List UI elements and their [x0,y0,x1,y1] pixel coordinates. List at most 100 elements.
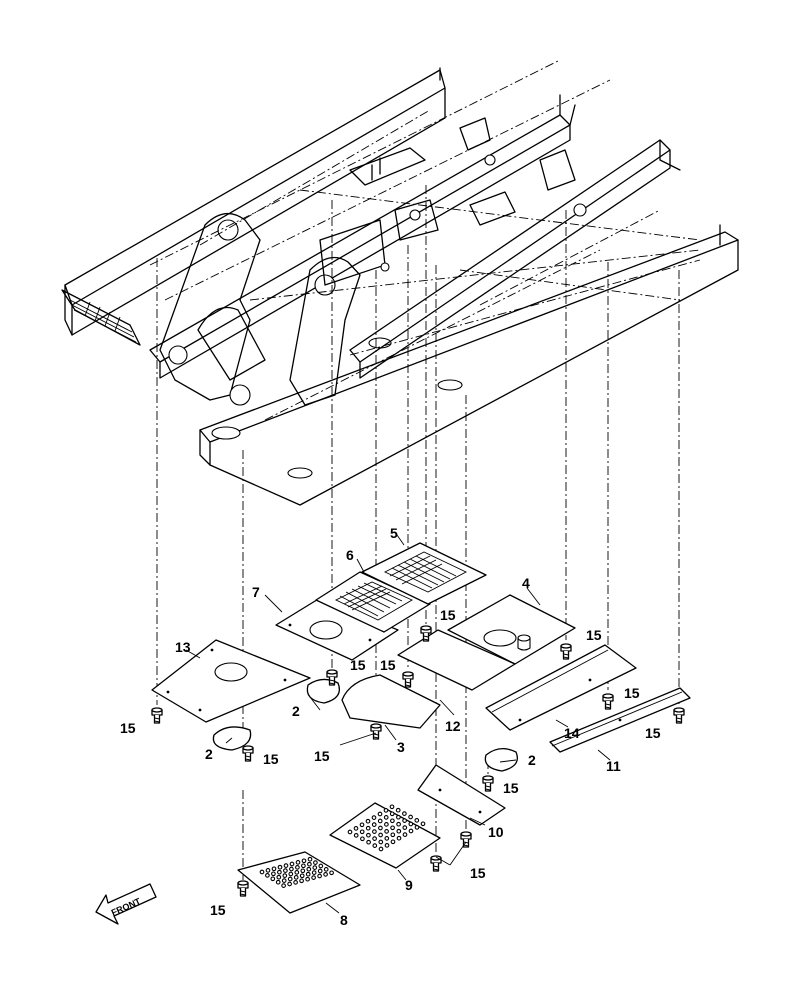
perforation-hole [360,836,365,842]
bolts-15 [151,625,685,897]
perforation-hole [293,880,298,885]
callout-4: 4 [522,575,530,591]
perforation-hole [420,821,426,827]
perforation-hole [365,825,371,831]
perforation-hole [317,868,323,874]
perforation-hole [305,876,310,882]
perforation-hole [390,818,395,824]
perforation-hole [384,843,390,848]
perforation-hole [414,825,420,830]
perforation-hole [371,815,377,820]
perforation-hole [293,875,299,880]
perforation-hole [277,864,283,870]
perforation-hole [299,878,304,884]
perforation-hole [366,832,371,838]
bolt-icon [430,855,442,872]
perforation-hole [384,829,389,834]
perforation-hole [390,832,396,838]
perforation-hole [372,829,377,834]
callout-15: 15 [624,685,640,701]
perforation-hole [318,863,324,869]
perforation-hole [282,873,288,878]
bolt-icon [237,880,249,897]
part-14-angle-plate [485,644,637,731]
perforation-hole [359,822,365,828]
perforation-hole [265,868,271,873]
callout-9: 9 [405,877,413,893]
callout-7: 7 [252,584,260,600]
part-2-round-cover-left [212,678,341,751]
callout-2: 2 [292,703,300,719]
perforation-hole [299,873,305,879]
perforation-hole [295,860,301,865]
callout-15: 15 [586,627,602,643]
perforation-hole [377,811,383,817]
perforation-hole [384,836,390,841]
perforation-hole [396,814,401,820]
bolt-icon [482,775,494,792]
callout-15: 15 [350,657,366,673]
perforation-hole [414,818,420,823]
perforation-hole [276,874,282,880]
part-13-cover-plate [151,639,311,723]
perforation-hole [287,881,292,887]
perforation-hole [294,870,300,875]
perforation-hole [402,832,408,837]
perforation-hole [353,826,359,831]
part-7-cover-plate [275,597,399,661]
perforation-hole [383,815,389,820]
callout-15: 15 [503,780,519,796]
part-2-round-cover-right [484,748,519,772]
callout-12: 12 [445,718,461,734]
perforation-hole [347,829,353,835]
perforation-hole [311,875,316,880]
perforation-hole [384,822,389,827]
perforation-hole [383,808,389,813]
perforation-hole [288,871,294,877]
perforation-hole [353,833,359,838]
callout-3: 3 [397,739,405,755]
part-11-strip-plate [549,687,691,753]
perforation-hole [402,811,407,816]
bolt-icon [460,831,472,848]
perforation-hole [271,871,276,877]
part-3-cover-plate [341,674,441,729]
perforation-hole [366,839,371,845]
part-8-perforated-plate [237,851,361,914]
perforation-hole [305,871,311,877]
callout-15: 15 [120,720,136,736]
part-10-cover-plate [417,764,506,826]
bolt-icon [370,723,382,740]
callout-14: 14 [564,725,580,741]
perforation-hole [281,883,286,888]
perforation-hole [287,876,293,882]
perforation-hole [378,832,383,838]
front-arrow: FRONT [95,883,157,925]
perforation-hole [277,869,282,875]
perforation-hole [372,843,378,848]
perforation-hole [402,818,407,823]
perforation-hole [323,872,328,877]
part-6-grille [315,571,431,633]
callout-labels: 2 2 2 3 4 5 6 7 8 9 10 11 12 13 14 15 15… [120,525,661,928]
perforation-hole [378,846,384,852]
perforation-hole [408,821,414,827]
perforation-hole [396,828,402,834]
part-9-perforated-plate [329,802,441,869]
bolt-icon [242,745,254,762]
perforation-hole [313,860,318,865]
perforation-hole [283,868,288,873]
perforation-hole [408,814,413,820]
callout-2: 2 [205,746,213,762]
bolt-icon [420,625,432,642]
perforation-hole [301,858,307,864]
callout-15: 15 [314,748,330,764]
callout-8: 8 [340,912,348,928]
callout-2: 2 [528,752,536,768]
perforation-hole [377,818,383,824]
perforation-hole [300,868,306,874]
perforation-hole [396,835,402,841]
perforation-hole [396,821,401,827]
